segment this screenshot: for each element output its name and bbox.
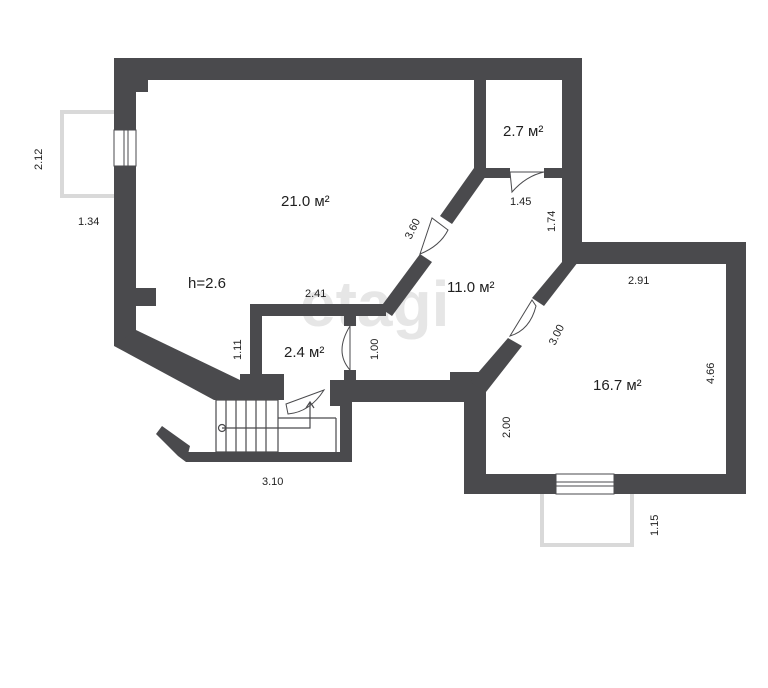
door-main-hall xyxy=(419,217,449,255)
dim-balcony-right-height: 1.15 xyxy=(649,515,661,536)
balcony-left xyxy=(60,110,114,198)
dim-right-room-diag: 3.00 xyxy=(547,323,567,348)
dim-small-room-left: 1.11 xyxy=(232,339,244,360)
dim-right-room-top: 2.91 xyxy=(628,275,649,287)
dim-stair-width: 3.10 xyxy=(262,476,283,488)
room-area-small: 2.4 м² xyxy=(284,344,324,361)
staircase xyxy=(215,399,337,453)
dim-balcony-left-width: 1.34 xyxy=(78,216,99,228)
door-right-room xyxy=(508,299,537,337)
dim-wall-small-top: 1.74 xyxy=(546,211,558,232)
dim-balcony-left-height: 2.12 xyxy=(33,149,45,170)
balcony-right xyxy=(540,494,634,547)
door-stair xyxy=(285,389,326,415)
walls xyxy=(114,58,746,494)
door-small-room xyxy=(341,324,351,372)
ceiling-height: h=2.6 xyxy=(188,275,226,292)
room-area-right: 16.7 м² xyxy=(593,377,642,394)
room-area-small-top: 2.7 м² xyxy=(503,123,543,140)
room-area-hall: 11.0 м² xyxy=(447,279,495,296)
dim-door-small-top: 1.45 xyxy=(510,196,531,208)
dim-right-room-side: 4.66 xyxy=(705,363,717,384)
window-right xyxy=(555,473,615,495)
dim-right-room-lower-left: 2.00 xyxy=(501,417,513,438)
room-area-main: 21.0 м² xyxy=(281,193,330,210)
dim-small-room-right: 1.00 xyxy=(369,339,381,360)
window-left xyxy=(113,129,137,167)
door-small-top xyxy=(509,171,545,194)
dim-door-main-hall: 3.60 xyxy=(403,217,423,242)
dim-partition-width: 2.41 xyxy=(305,288,326,300)
